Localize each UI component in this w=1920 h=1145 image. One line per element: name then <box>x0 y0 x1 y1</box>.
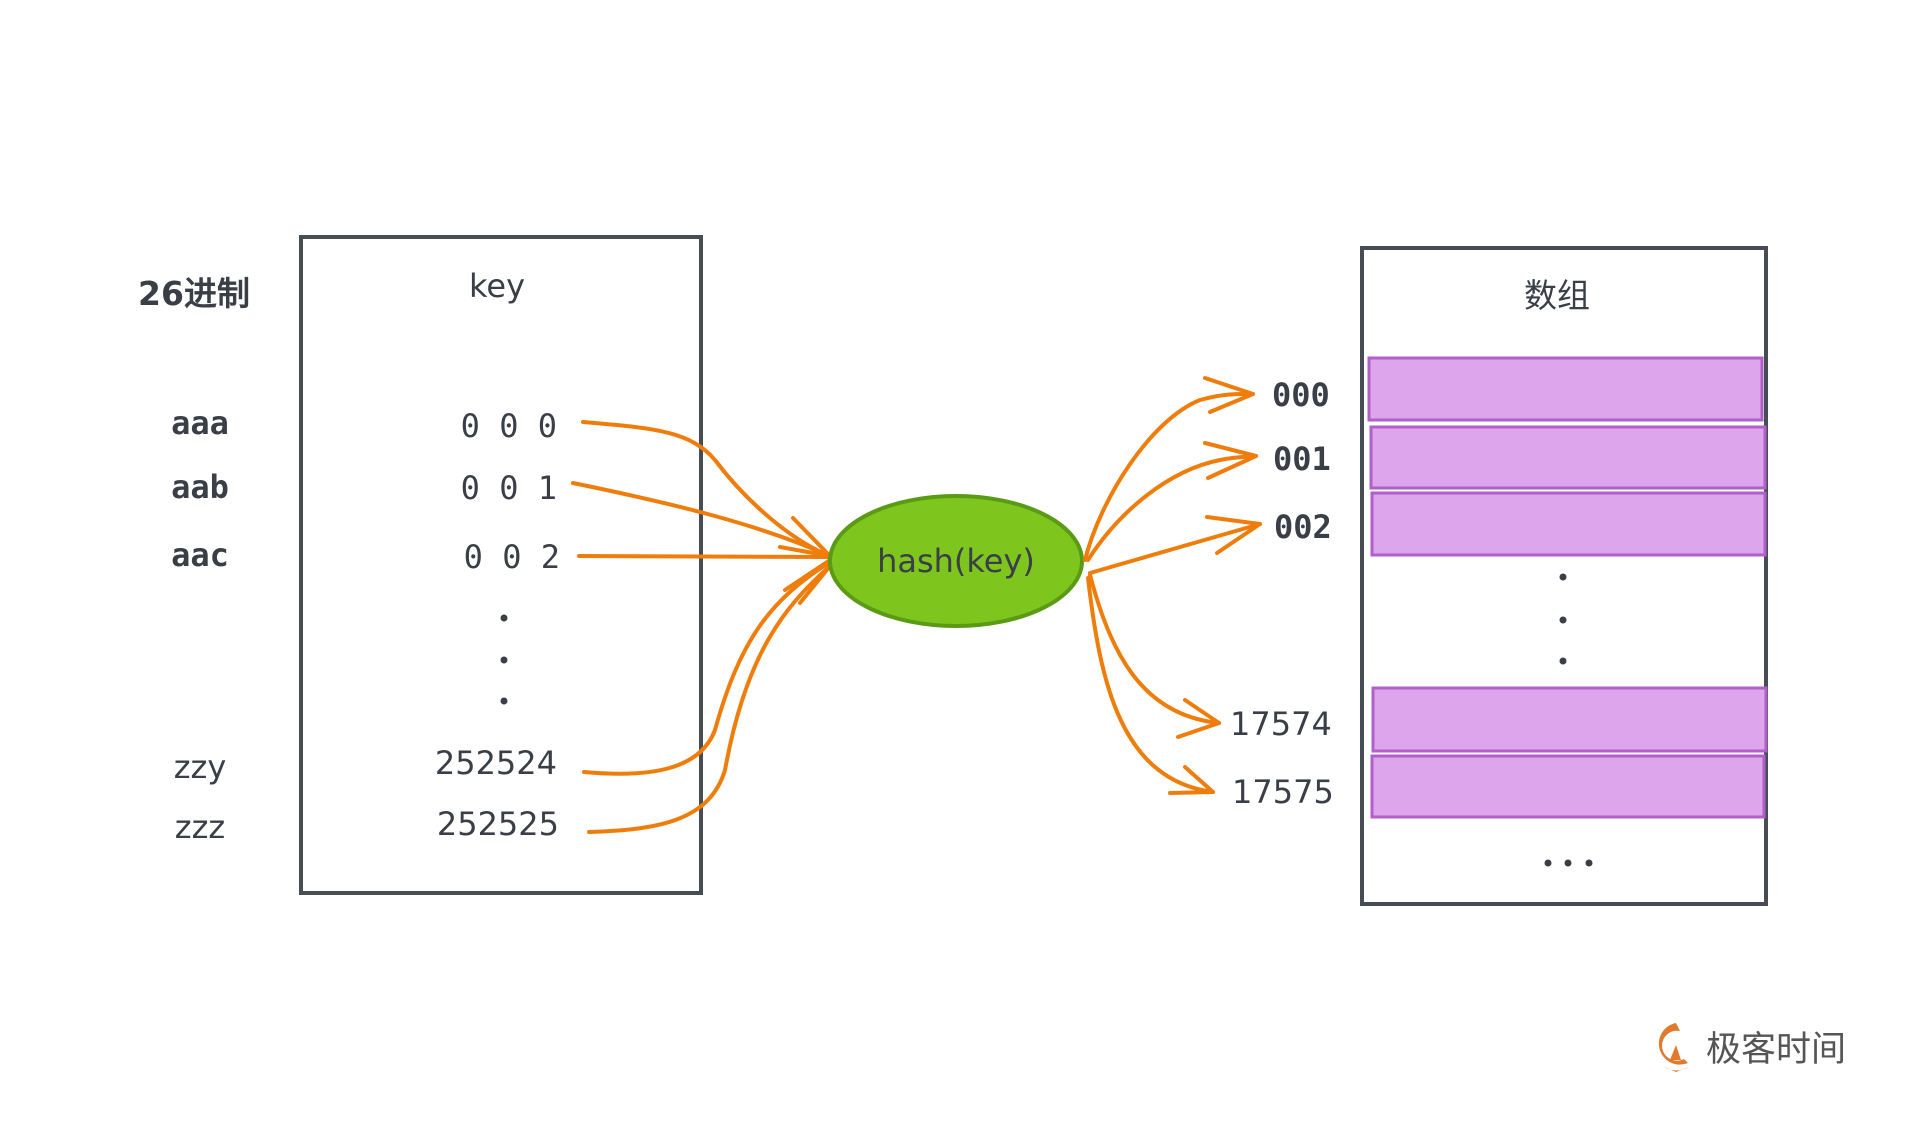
array-slot-17574 <box>1371 686 1768 753</box>
vertical-ellipsis-dot <box>500 697 508 705</box>
key-value-252524: 252524 <box>435 744 557 782</box>
letter-label-aac: aac <box>171 536 229 574</box>
slot-index-001: 001 <box>1273 440 1331 478</box>
slot-index-17574: 17574 <box>1230 705 1332 743</box>
vertical-ellipsis-dot <box>1559 573 1567 581</box>
arrowhead-002 <box>1205 515 1262 555</box>
arrow-001-to-hash <box>571 481 832 558</box>
arrow-hash-to-002 <box>1088 522 1262 575</box>
arrow-252524-to-hash <box>582 560 832 776</box>
arrowhead-17574 <box>1176 698 1221 739</box>
arrow-000-to-hash <box>581 420 832 558</box>
horizontal-ellipsis-dot <box>1564 859 1572 867</box>
geektime-logo-text: 极客时间 <box>1706 1030 1846 1070</box>
key-value-001: 0 0 1 <box>461 469 557 507</box>
key-value-252525: 252525 <box>437 805 559 843</box>
array-slots <box>1367 356 1768 819</box>
hash-function-node <box>828 494 1084 628</box>
key-box <box>299 235 703 895</box>
vertical-ellipsis-dot <box>1559 657 1567 665</box>
arrow-hash-to-000 <box>1083 391 1255 562</box>
horizontal-ellipsis-dot <box>1544 859 1552 867</box>
input-arrows <box>571 420 832 834</box>
key-value-000: 0 0 0 <box>461 407 557 445</box>
array-slot-000 <box>1367 356 1764 422</box>
vertical-ellipsis-dot <box>500 614 508 622</box>
geektime-logo-icon <box>1658 1023 1689 1072</box>
hash-function-label: hash(key) <box>877 542 1035 580</box>
arrow-252525-to-hash <box>587 564 832 834</box>
arrow-002-to-hash <box>577 554 832 559</box>
arrow-hash-to-001 <box>1086 454 1258 562</box>
key-box-title: key <box>469 267 525 305</box>
slot-index-17575: 17575 <box>1232 773 1334 811</box>
letter-label-zzz: zzz <box>175 808 225 846</box>
array-slot-17575 <box>1370 754 1766 819</box>
output-arrows <box>1083 376 1262 795</box>
arrow-hash-to-17575 <box>1086 576 1215 794</box>
array-slot-001 <box>1369 425 1767 490</box>
vertical-ellipsis-dot <box>1559 616 1567 624</box>
arrowhead-001 <box>1203 441 1258 480</box>
array-slot-002 <box>1370 491 1767 557</box>
vertical-ellipsis-dot <box>500 656 508 664</box>
base26-label: 26进制 <box>138 274 250 313</box>
arrowhead-17575 <box>1168 765 1215 795</box>
slot-index-002: 002 <box>1274 508 1332 546</box>
geektime-watermark: 极客时间 <box>1658 1023 1846 1072</box>
letter-label-aaa: aaa <box>171 404 229 442</box>
arrowhead-000 <box>1203 376 1255 414</box>
array-box-title: 数组 <box>1524 276 1590 315</box>
slot-index-000: 000 <box>1272 376 1330 414</box>
letter-label-zzy: zzy <box>174 748 227 786</box>
letter-label-aab: aab <box>171 468 229 506</box>
key-value-002: 0 0 2 <box>464 538 560 576</box>
arrow-hash-to-17574 <box>1088 573 1221 725</box>
horizontal-ellipsis-dot <box>1585 859 1593 867</box>
